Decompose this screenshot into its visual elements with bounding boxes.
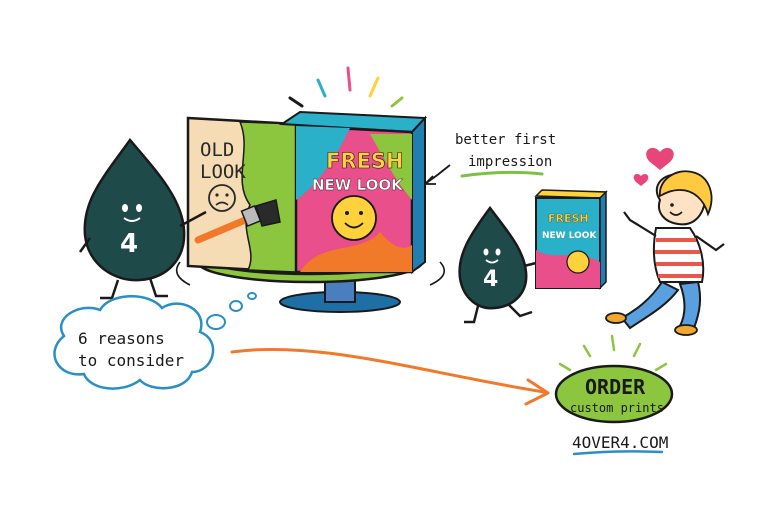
website-underline bbox=[572, 450, 664, 456]
order-line2: custom prints bbox=[570, 401, 664, 415]
small-box: FRESH NEW LOOK bbox=[534, 189, 608, 290]
note: better first impression bbox=[424, 132, 556, 185]
small-box-line2: NEW LOOK bbox=[542, 231, 597, 241]
order-badge: ORDER custom prints bbox=[554, 334, 674, 424]
bubble-line2: to consider bbox=[78, 351, 184, 370]
order-line1: ORDER bbox=[585, 375, 646, 399]
bubble-line1: 6 reasons bbox=[78, 329, 165, 348]
old-label-line2: LOOK bbox=[200, 161, 246, 183]
note-line2: impression bbox=[468, 154, 552, 170]
fresh-label-line2: NEW LOOK bbox=[312, 176, 404, 194]
heart-icon bbox=[633, 147, 674, 186]
old-label-line1: OLD bbox=[200, 139, 234, 161]
person bbox=[605, 170, 725, 336]
paintbrush-icon bbox=[194, 199, 281, 244]
mascot-right: 4 bbox=[458, 205, 541, 324]
website-link[interactable]: 4OVER4.COM bbox=[572, 433, 668, 452]
mascot-left-number: 4 bbox=[120, 229, 138, 259]
thought-bubble: 6 reasons to consider bbox=[53, 292, 257, 390]
smiley-sad-icon bbox=[208, 184, 236, 212]
sparkles-box bbox=[288, 66, 404, 108]
small-box-line1: FRESH bbox=[548, 212, 589, 225]
arrow-icon bbox=[230, 347, 550, 406]
note-line1: better first bbox=[455, 132, 556, 148]
sun-smiley-icon bbox=[331, 195, 377, 241]
box-fresh-side: FRESH NEW LOOK bbox=[278, 110, 428, 275]
mascot-left: 4 bbox=[78, 137, 207, 300]
mascot-right-number: 4 bbox=[483, 267, 498, 292]
box-old-side: OLD LOOK bbox=[186, 116, 298, 274]
fresh-label-line1: FRESH bbox=[326, 149, 404, 173]
